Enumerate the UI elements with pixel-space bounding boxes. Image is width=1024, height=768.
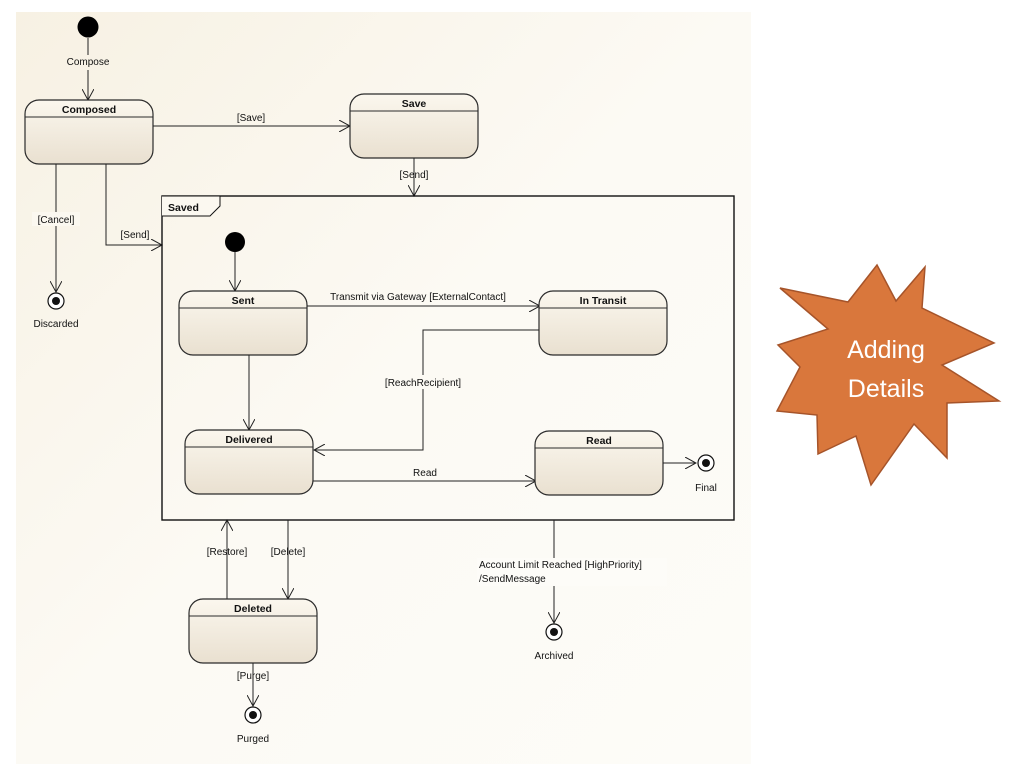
initial-state[interactable] (77, 16, 99, 38)
label-read-transition: Read (413, 468, 437, 479)
label-cancel-bg (32, 212, 80, 226)
label-reach-recipient-bg (376, 375, 470, 389)
compose-label: Compose (67, 57, 110, 68)
final-state-discarded[interactable] (47, 292, 65, 310)
state-save-title: Save (402, 98, 427, 110)
label-send-from-save: [Send] (400, 170, 429, 181)
callout-line2: Details (848, 375, 924, 403)
adding-details-callout: Adding Details (775, 263, 1002, 487)
state-deleted[interactable]: Deleted (188, 598, 318, 664)
inner-initial-state[interactable] (225, 232, 245, 252)
state-in-transit[interactable]: In Transit (538, 290, 668, 356)
label-discarded: Discarded (33, 319, 78, 330)
label-save: [Save] (237, 113, 266, 124)
label-restore: [Restore] (207, 547, 248, 558)
state-in-transit-title: In Transit (580, 295, 627, 307)
state-save[interactable]: Save (349, 93, 479, 159)
edge-in-transit-to-delivered (314, 329, 539, 450)
final-state-archived[interactable] (545, 623, 563, 641)
label-delete: [Delete] (271, 547, 306, 558)
state-sent-title: Sent (232, 295, 255, 307)
label-archived: Archived (535, 651, 574, 662)
composite-state-saved[interactable]: Saved (161, 195, 735, 521)
label-account-limit-line2: /SendMessage (479, 574, 546, 585)
state-deleted-title: Deleted (234, 603, 272, 615)
label-purge: [Purge] (237, 671, 269, 682)
composite-saved-title: Saved (168, 202, 199, 214)
starburst-shape (775, 263, 1002, 487)
state-delivered[interactable]: Delivered (184, 429, 314, 495)
label-send-from-composed: [Send] (121, 230, 150, 241)
label-cancel: [Cancel] (38, 215, 75, 226)
label-reach-recipient: [ReachRecipient] (385, 378, 461, 389)
state-read[interactable]: Read (534, 430, 664, 496)
callout-line1: Adding (847, 336, 925, 364)
state-read-title: Read (586, 435, 612, 447)
final-state-purged[interactable] (244, 706, 262, 724)
label-final: Final (695, 483, 717, 494)
state-composed[interactable]: Composed (24, 99, 154, 165)
final-state-final[interactable] (697, 454, 715, 472)
label-transmit: Transmit via Gateway [ExternalContact] (330, 292, 506, 303)
state-sent[interactable]: Sent (178, 290, 308, 356)
edge-composed-to-saved (105, 164, 162, 245)
label-account-limit-bg (477, 558, 667, 586)
state-delivered-title: Delivered (225, 434, 272, 446)
label-purged: Purged (237, 734, 269, 745)
label-account-limit-line1: Account Limit Reached [HighPriority] (479, 560, 642, 571)
state-composed-title: Composed (62, 104, 116, 116)
